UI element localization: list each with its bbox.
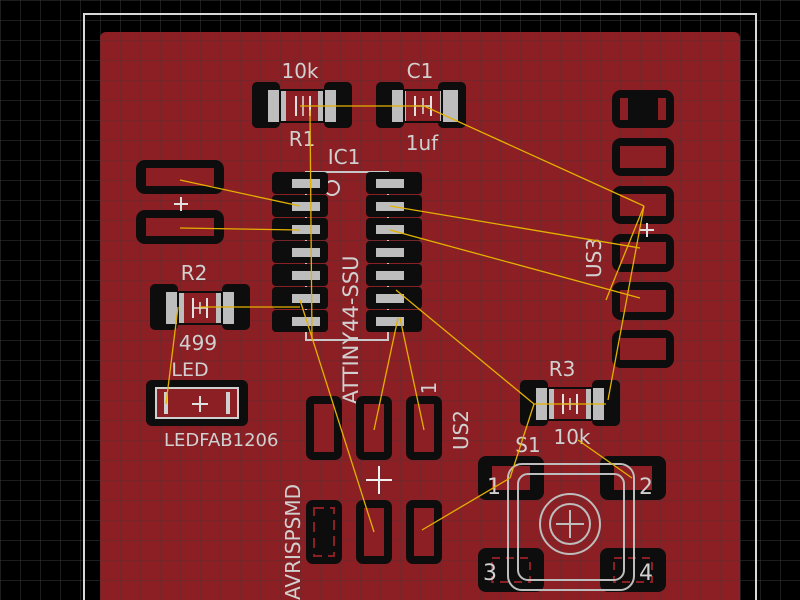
us2-pin1-label: 1	[417, 382, 441, 395]
airwire	[423, 105, 645, 207]
airwire	[421, 477, 511, 531]
board-outline[interactable]	[83, 13, 757, 600]
airwire	[373, 317, 399, 431]
led[interactable]	[146, 380, 248, 426]
airwire	[509, 403, 535, 479]
avrisp-header[interactable]	[306, 396, 442, 564]
airwire	[577, 439, 633, 479]
airwire	[179, 227, 301, 231]
airwire	[309, 109, 313, 341]
airwire	[165, 306, 179, 405]
airwire	[389, 205, 641, 249]
led-value-label: LEDFAB1206	[164, 430, 278, 451]
airwire	[395, 289, 535, 405]
c1-value-label: 1uf	[406, 131, 439, 155]
airwire	[605, 205, 645, 301]
airwire	[179, 179, 301, 207]
r3-name-label: R3	[549, 357, 576, 381]
s1-pin3-label: 3	[483, 561, 497, 586]
s1-name-label: S1	[515, 433, 540, 457]
airwire	[399, 317, 425, 431]
airwire	[299, 299, 375, 533]
airwires	[165, 105, 645, 533]
r1-name-label: R1	[289, 127, 316, 151]
s1-pin2-label: 2	[639, 475, 653, 500]
r2-value-label: 499	[179, 331, 217, 355]
ic1-value-label: ATTINY44-SSU	[339, 255, 363, 404]
c1-name-label: C1	[407, 59, 434, 83]
ic1-name-label: IC1	[328, 145, 361, 169]
resistor-r2[interactable]	[150, 284, 250, 330]
us3-name-label: US3	[582, 238, 606, 278]
airwire	[389, 229, 641, 299]
power-connector[interactable]	[136, 160, 224, 244]
r1-value-label: 10k	[281, 59, 318, 83]
s1-pin4-label: 4	[639, 561, 653, 586]
led-name-label: LED	[171, 359, 208, 381]
airwire	[607, 205, 645, 401]
avrisp-value-label: AVRISPSMD	[281, 484, 305, 600]
r2-name-label: R2	[181, 261, 208, 285]
us2-name-label: US2	[449, 410, 473, 450]
